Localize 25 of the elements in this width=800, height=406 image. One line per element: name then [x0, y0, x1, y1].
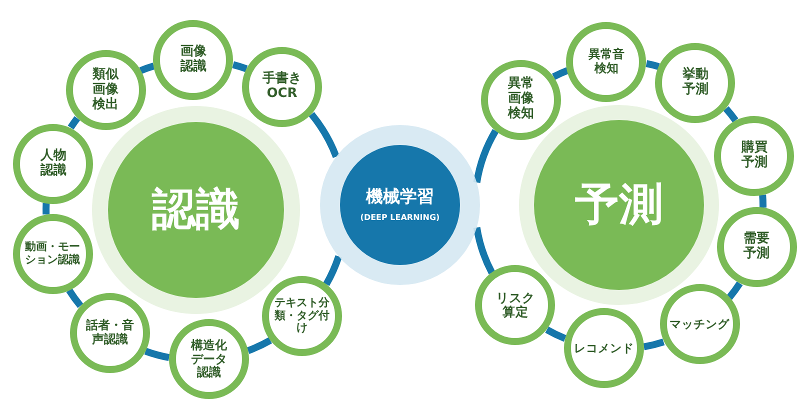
- application-label: マッチング: [668, 318, 731, 331]
- ring-connector: [42, 202, 50, 214]
- hub-title: 機械学習: [366, 188, 434, 206]
- hub-subtitle: (DEEP LEARNING): [360, 214, 440, 222]
- application-label: テキスト分類・タグ付け: [274, 297, 331, 336]
- application-label: 構造化データ認識: [190, 338, 228, 380]
- ring-connector: [759, 194, 766, 208]
- ring-connector: [323, 255, 342, 286]
- application-label: 異常音検知: [587, 48, 626, 76]
- category-label: 認識: [152, 188, 240, 232]
- application-label: リスク算定: [494, 290, 536, 320]
- ring-connector: [308, 112, 340, 158]
- application-label: レコメンド: [572, 342, 635, 355]
- application-label: 手書きOCR: [262, 72, 303, 102]
- application-label: 動画・モーション認識: [24, 241, 82, 266]
- application-label: 画像認識: [179, 45, 208, 75]
- application-label: 類似画像検出: [91, 68, 120, 113]
- application-label: 挙動予測: [681, 68, 710, 98]
- application-label: 異常画像検知: [506, 77, 535, 122]
- application-label: 人物認識: [39, 148, 68, 179]
- ring-connector: [473, 129, 499, 184]
- application-label: 話者・音声認識: [84, 319, 135, 347]
- category-label: 予測: [575, 183, 663, 227]
- application-label: 需要予測: [742, 232, 771, 262]
- application-label: 購買予測: [740, 140, 768, 171]
